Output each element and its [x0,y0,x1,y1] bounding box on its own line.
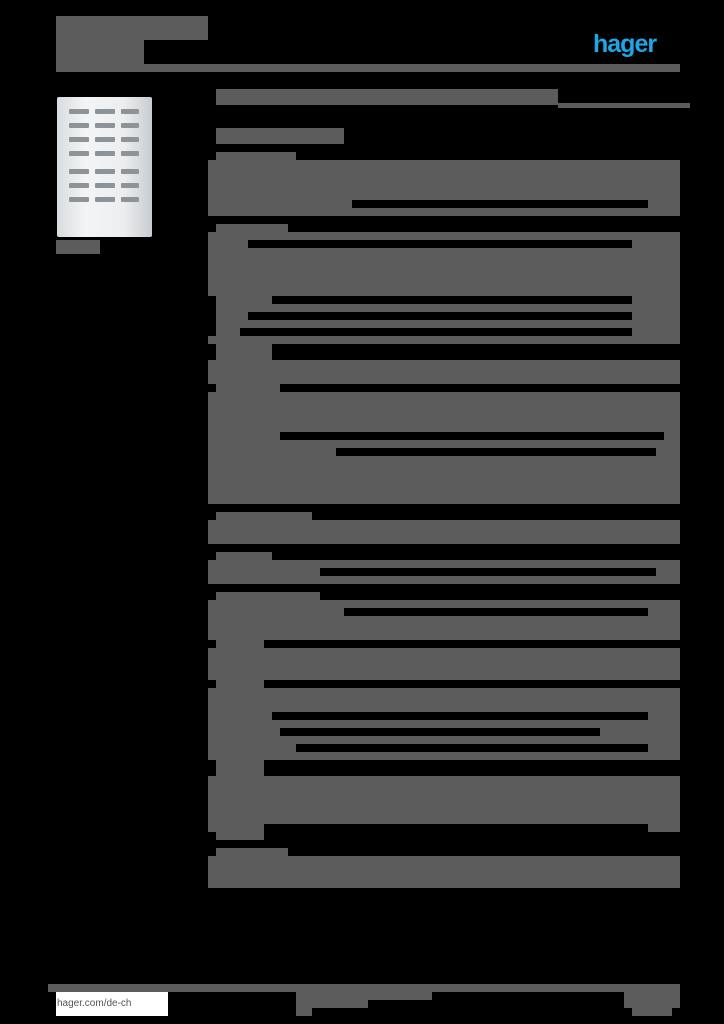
section-6-table-a [208,600,680,640]
section-3-label-col [216,380,280,396]
footer-meta-mid [296,992,368,1008]
footer-page-number-sub [632,1008,672,1016]
section-2-table [208,232,680,344]
section-3-row-1 [208,360,680,384]
section-4-table [208,520,680,544]
product-heading [216,89,558,105]
section-7-table [208,776,680,832]
section-3-title [216,344,272,360]
section-8-table [208,856,680,888]
footer-website-link[interactable]: hager.com/de-ch [56,992,168,1016]
document-title [56,16,208,40]
heading-rule [558,103,690,108]
section-6-table-b [208,648,680,680]
hager-logo: hager [593,30,657,58]
product-subheading [216,128,344,144]
footer-page-number [624,992,680,1008]
product-caption [56,240,100,254]
footer-meta-sub [296,1008,312,1016]
document-subtitle [56,40,144,64]
product-image [57,97,152,237]
header-rule [56,64,680,72]
footer-rule [48,984,680,992]
section-7-label-col [216,760,264,840]
